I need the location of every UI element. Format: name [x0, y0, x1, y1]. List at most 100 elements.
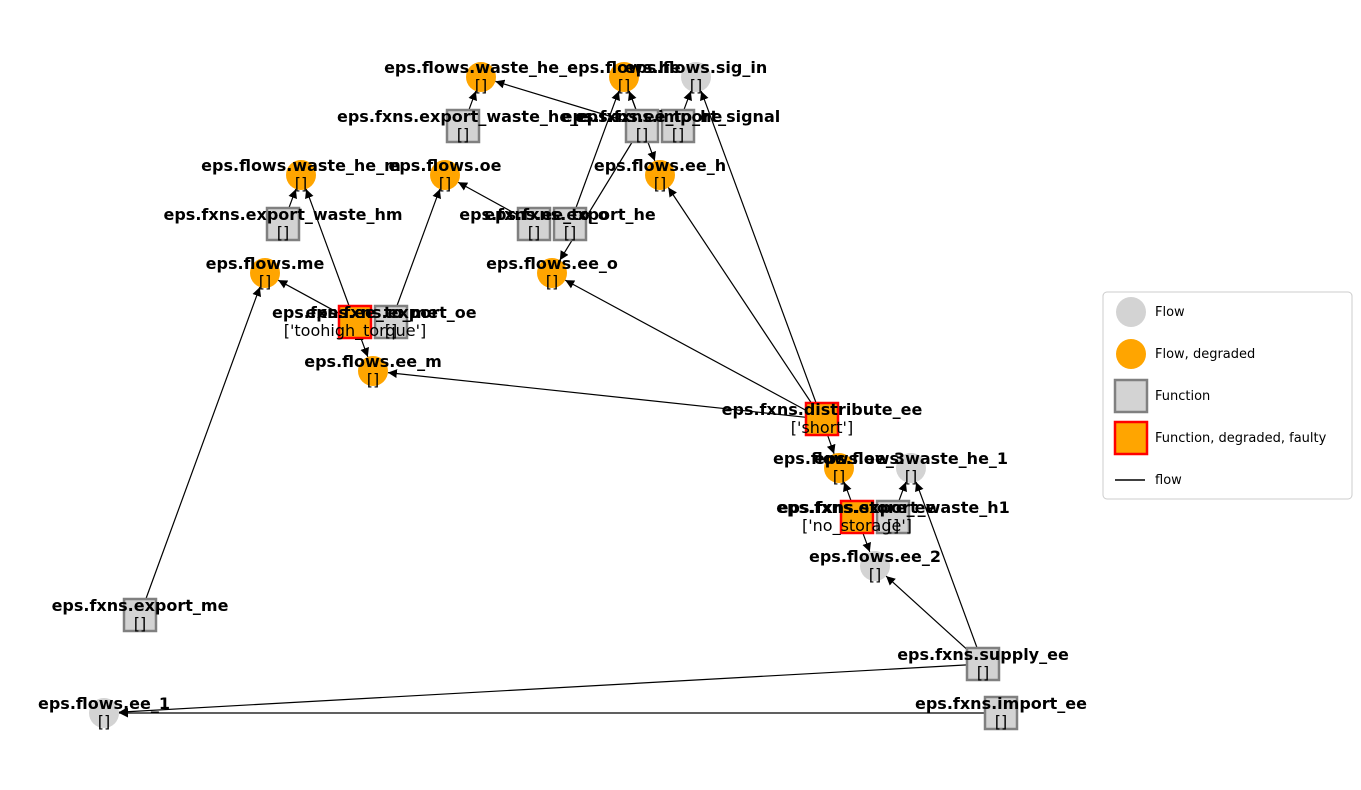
flow-node-flows-he[interactable]	[609, 62, 639, 92]
edge-distribute_ee-to-ee_h	[667, 187, 812, 404]
node-value-label: ['toohigh_torque']	[284, 321, 427, 341]
node-name-label: eps.flows.me	[206, 254, 325, 273]
node-value-label: []	[672, 125, 684, 144]
legend-label: Function, degraded, faulty	[1155, 431, 1327, 446]
node-name-label: eps.flows.he	[567, 58, 681, 77]
flow-node-waste-he-1[interactable]	[896, 453, 926, 483]
legend-label: Flow	[1155, 305, 1185, 320]
flow-node-ee-o[interactable]	[537, 258, 567, 288]
node-name-label: eps.fxns.supply_ee	[897, 645, 1069, 664]
node-name-label: eps.flows.sig_in	[625, 58, 767, 77]
edge-supply_ee-to-waste_he_1	[915, 481, 978, 649]
node-value-label: ['short']	[791, 418, 853, 437]
node-value-label: []	[385, 321, 397, 340]
node-name-label: eps.fxns.export_oe	[305, 303, 476, 322]
legend-label: Flow, degraded	[1155, 347, 1255, 362]
function-node-export-waste-h1[interactable]	[875, 499, 911, 535]
edge-export_he-to-flows_he	[575, 90, 620, 209]
function-node-supply-ee[interactable]	[965, 646, 1001, 682]
node-value-label: []	[869, 565, 881, 584]
node-name-label: eps.fxns.export_me	[52, 596, 229, 615]
legend-item-edge: flow	[1115, 473, 1182, 488]
flow-node-flows-me[interactable]	[250, 258, 280, 288]
function-node-import-signal[interactable]	[660, 108, 696, 144]
node-value-label: ['no_storage']	[802, 516, 912, 536]
node-name-label: eps.flows.ee_m	[304, 352, 442, 371]
node-value-label: []	[295, 174, 307, 193]
node-value-label: []	[564, 223, 576, 242]
edge-ee_to_o-to-flows_oe	[457, 181, 519, 216]
edge-distribute_ee-to-ee_o	[564, 279, 807, 411]
node-name-label: eps.fxns.distribute_ee	[722, 400, 923, 419]
legend-item-function: Function	[1113, 378, 1210, 414]
flow-node-ee-h[interactable]	[645, 160, 675, 190]
node-value-label: []	[457, 125, 469, 144]
node-value-label: []	[887, 516, 899, 535]
node-name-label: eps.flows.ee_o	[486, 254, 618, 273]
edge-ee_to_me-to-flows_me	[277, 279, 340, 314]
legend-item-function-faulty: Function, degraded, faulty	[1113, 420, 1327, 456]
node-name-label: eps.flows.waste_he_1	[814, 449, 1008, 468]
flow-node-waste-he-e[interactable]	[466, 62, 496, 92]
node-value-label: []	[636, 125, 648, 144]
function-node-export-oe[interactable]	[373, 304, 409, 340]
legend-swatch	[1113, 420, 1149, 456]
function-node-distribute-ee[interactable]	[804, 401, 840, 437]
edge-ee_to_me-to-waste_he_m	[305, 188, 350, 307]
node-name-label: eps.flows.ee_1	[38, 694, 170, 713]
legend-frame	[1102, 291, 1353, 500]
node-name-label: eps.fxns.ee_to_o	[459, 205, 609, 224]
node-value-label: []	[905, 467, 917, 486]
node-name-label: eps.fxns.import_signal	[576, 107, 780, 126]
node-name-label: eps.fxns.ee_to_me	[272, 303, 438, 322]
function-node-export-me[interactable]	[122, 597, 158, 633]
node-value-label: []	[995, 712, 1007, 731]
edge-export_me-to-flows_me	[145, 286, 261, 600]
node-name-label: eps.flows.ee_h	[594, 156, 726, 175]
edge-supply_ee-to-ee_2	[885, 575, 968, 650]
flow-node-flows-oe[interactable]	[430, 160, 460, 190]
node-value-label: []	[277, 223, 289, 242]
node-value-label: []	[134, 614, 146, 633]
flow-node-ee-m[interactable]	[358, 356, 388, 386]
flow-node-ee-3[interactable]	[824, 453, 854, 483]
node-name-label: eps.fxns.import_ee	[915, 694, 1087, 713]
node-value-label: []	[654, 174, 666, 193]
nodes-layer	[89, 62, 1019, 731]
function-node-export-waste-hm[interactable]	[265, 206, 301, 242]
node-value-label: []	[618, 76, 630, 95]
node-value-label: []	[528, 223, 540, 242]
node-name-label: eps.fxns.ee_to_he	[562, 107, 723, 126]
node-value-label: []	[475, 76, 487, 95]
legend-item-flow: Flow	[1116, 297, 1185, 327]
flow-node-sig-in[interactable]	[681, 62, 711, 92]
function-node-ee-to-he[interactable]	[624, 108, 660, 144]
node-name-label: eps.flows.waste_he_e	[384, 58, 578, 77]
node-name-label: eps.flows.waste_he_m	[201, 156, 401, 175]
labels-layer: eps.flows.waste_he_e[]eps.flows.he[]eps.…	[38, 58, 1087, 731]
flow-node-ee-1[interactable]	[89, 698, 119, 728]
function-node-export-waste-he-e[interactable]	[445, 108, 481, 144]
function-node-export-he[interactable]	[552, 206, 588, 242]
node-value-label: []	[259, 272, 271, 291]
node-value-label: []	[833, 467, 845, 486]
function-node-import-ee[interactable]	[983, 695, 1019, 731]
edge-distribute_ee-to-sig_in	[700, 90, 817, 404]
node-name-label: eps.fxns.export_waste_hm	[164, 205, 403, 224]
node-value-label: []	[367, 370, 379, 389]
node-name-label: eps.fxns.store_ee	[778, 498, 937, 517]
node-name-label: eps.flows.ee_3	[773, 449, 905, 468]
function-node-store-ee[interactable]	[839, 499, 875, 535]
flow-node-ee-2[interactable]	[860, 551, 890, 581]
node-name-label: eps.fxns.export_waste_he_e	[337, 107, 589, 126]
flow-node-waste-he-m[interactable]	[286, 160, 316, 190]
legend-item-flow-degraded: Flow, degraded	[1116, 339, 1255, 369]
edge-supply_ee-to-ee_1	[118, 664, 968, 717]
node-name-label: eps.flows.ee_2	[809, 547, 941, 566]
edge-distribute_ee-to-ee_m	[387, 369, 807, 418]
function-node-ee-to-o[interactable]	[516, 206, 552, 242]
function-node-ee-to-me[interactable]	[337, 304, 373, 340]
legend-swatch	[1116, 297, 1146, 327]
